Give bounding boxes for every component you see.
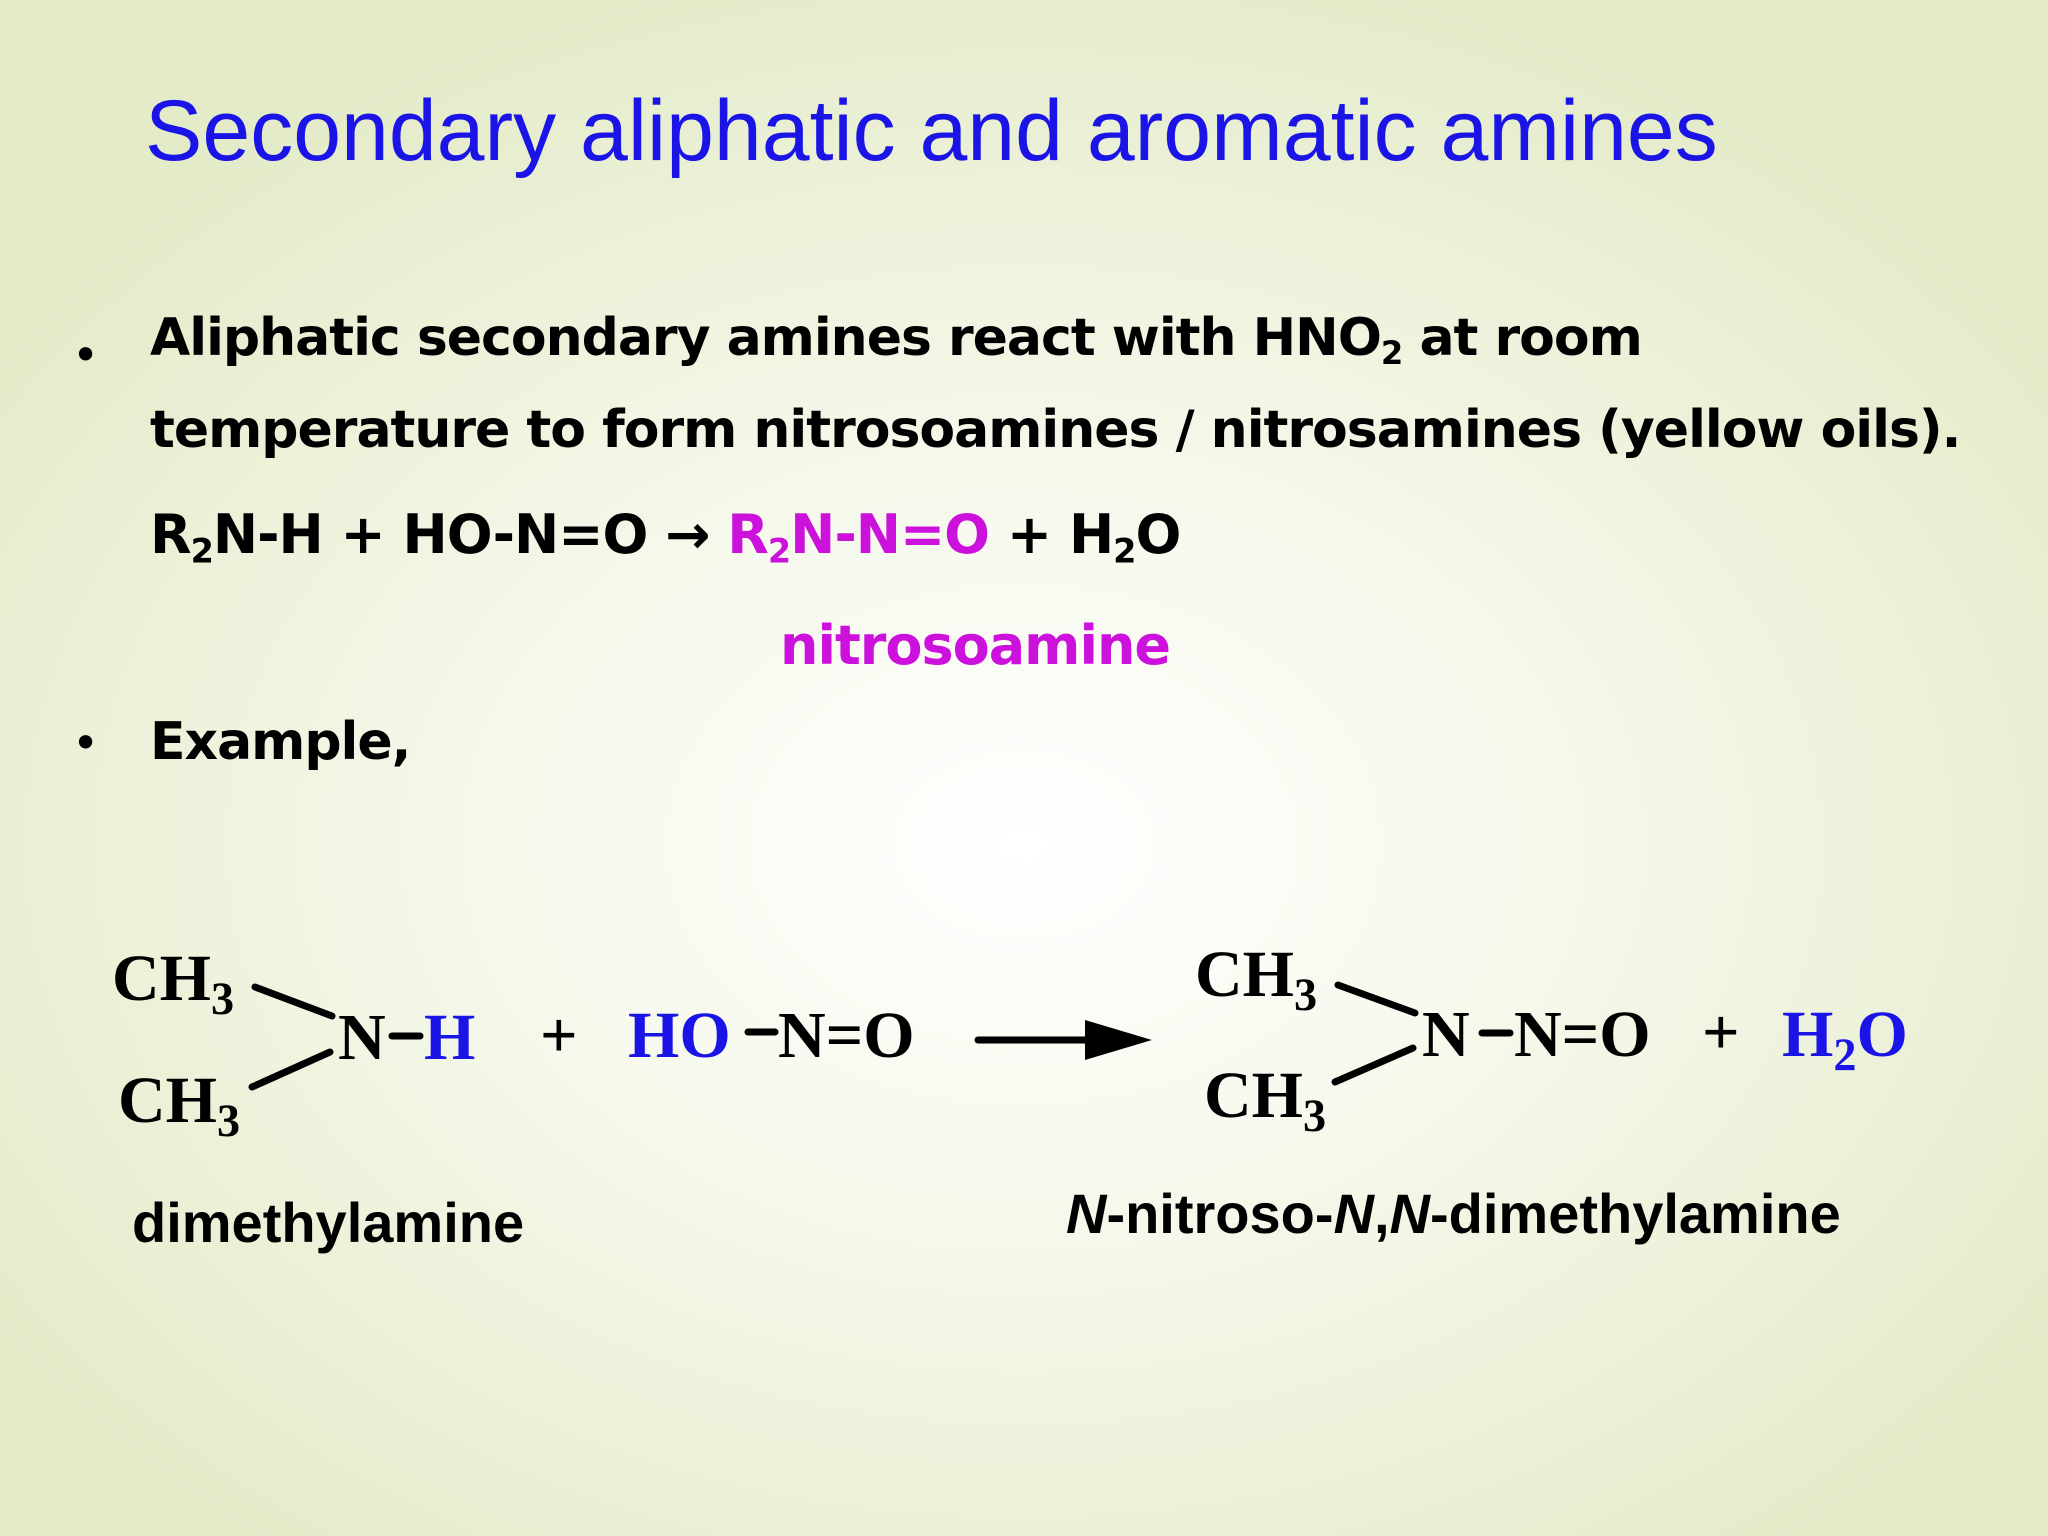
reagent-hydroxyl: HO	[628, 999, 731, 1072]
product-nitrogen: N	[1422, 998, 1470, 1071]
reagent-nitroso: N=O	[778, 999, 915, 1072]
nitrosoamine-formula: R2N-N=O	[727, 503, 990, 571]
bullet1-line2: temperature to form nitrosoamines / nitr…	[150, 400, 1961, 460]
product-nitroso: N=O	[1514, 998, 1651, 1071]
slide-title: Secondary aliphatic and aromatic amines	[145, 83, 1718, 179]
reactant-nitrogen: N	[338, 1001, 386, 1074]
nitrosoamine-label: nitrosoamine	[780, 614, 1171, 677]
plus-sign-2: +	[1702, 996, 1740, 1069]
plus-sign-1: +	[540, 999, 578, 1072]
product-name: N-nitroso-N,N-dimethylamine	[1066, 1182, 1841, 1245]
product-methyl-top: CH3	[1195, 938, 1318, 1020]
general-equation: R2N-H + HO-N=O → R2N-N=O + H2O	[150, 503, 1181, 571]
reactant-methyl-top: CH3	[112, 942, 235, 1024]
bond-methyl-top-reactant	[251, 983, 336, 1020]
product-water: H2O	[1782, 998, 1908, 1080]
bond-methyl-top-product	[1334, 981, 1419, 1017]
product-methyl-bottom: CH3	[1204, 1059, 1327, 1141]
bond-methyl-bottom-reactant	[248, 1048, 334, 1091]
reactant-name: dimethylamine	[132, 1191, 525, 1254]
reactant-methyl-bottom: CH3	[118, 1064, 241, 1146]
bond-methyl-bottom-product	[1331, 1044, 1417, 1086]
reaction-arrow-head	[1085, 1020, 1152, 1060]
bullet-dot-1: •	[72, 328, 100, 382]
bullet-dot-2: •	[72, 716, 100, 770]
reactant-hydrogen: H	[424, 1001, 476, 1074]
bullet2-example: Example,	[150, 712, 411, 772]
bullet1-line1: Aliphatic secondary amines react with HN…	[150, 308, 1643, 373]
